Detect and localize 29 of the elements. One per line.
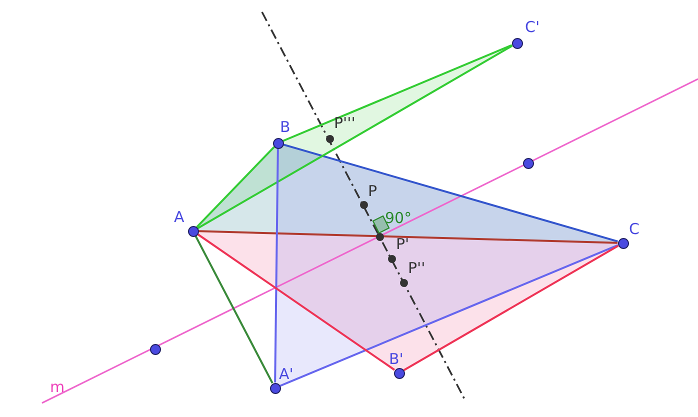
point-label: A' [279, 366, 294, 382]
segment [283, 144, 618, 242]
point-dot [394, 368, 404, 378]
line-label: m [50, 379, 65, 395]
segment [280, 244, 618, 387]
point-dot [150, 344, 160, 354]
point-dot [512, 38, 522, 48]
point-label: C' [525, 19, 540, 35]
point-dot [270, 382, 280, 394]
point-dot [618, 238, 628, 248]
point-label: P [368, 183, 378, 199]
point-label: P''' [334, 115, 356, 131]
segment [196, 146, 275, 228]
angle-label: 90° [385, 210, 412, 226]
point-dot [188, 226, 198, 236]
segment [196, 233, 396, 371]
point-label: P'' [408, 260, 426, 276]
segment [403, 244, 619, 372]
segment [274, 148, 279, 383]
point-label: B [280, 119, 290, 135]
point-label: A [174, 209, 184, 225]
segment [282, 44, 512, 142]
point-label: B' [389, 351, 404, 367]
point-label: P' [396, 236, 410, 252]
segment [194, 235, 274, 384]
point-dot [272, 138, 284, 148]
point-dot [522, 158, 534, 168]
segment [198, 230, 618, 244]
point-label: C [629, 221, 640, 237]
